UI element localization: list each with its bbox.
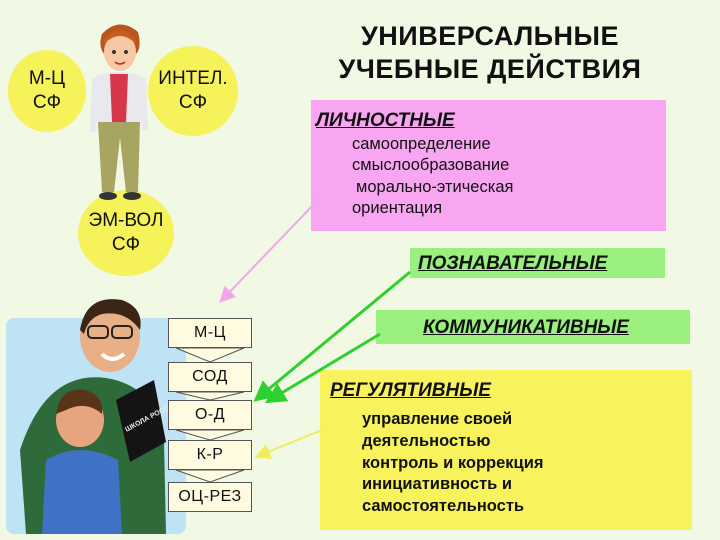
regulatory-item: инициативность и [362,475,513,494]
cognitive-box [410,248,665,278]
arrow-communicative [264,332,381,404]
regulatory-item: управление своей [362,410,513,428]
regulatory-items: управление своей деятельностью контроль … [362,409,543,518]
arrow-personal [219,199,319,303]
personal-header: ЛИЧНОСТНЫЕ [316,110,455,131]
stack-connectors [175,347,245,483]
personal-items: самоопределение смыслообразование мораль… [352,134,513,220]
oval-intel-line2: СФ [178,92,208,113]
page-title: УНИВЕРСАЛЬНЫЕ УЧЕБНЫЕ ДЕЙСТВИЯ [300,20,680,86]
stack-item-ocrez: ОЦ-РЕЗ [168,482,252,512]
regulatory-item: самостоятельность [362,497,525,516]
personal-item: смыслообразование [352,156,510,175]
oval-emvol-sf: ЭМ-ВОЛ СФ [78,190,174,276]
regulatory-item: деятельностью [362,431,491,450]
personal-box [311,100,666,231]
cognitive-header: ПОЗНАВАТЕЛЬНЫЕ [418,253,608,274]
oval-emvol-line1: ЭМ-ВОЛ [88,210,164,232]
oval-intel-line1: ИНТЕЛ. [158,68,228,90]
personal-item: ориентация [352,199,443,218]
personal-item: морально-этическая [356,177,514,196]
oval-emvol-line2: СФ [111,234,141,255]
regulatory-box [320,370,692,530]
communicative-box [376,310,690,344]
title-line1: УНИВЕРСАЛЬНЫЕ [361,21,619,51]
stack-item-mc: М-Ц [168,318,252,348]
teacher-child-illustration: ШКОЛА РОССИИ [20,299,179,534]
communicative-header: КОММУНИКАТИВНЫЕ [423,317,629,338]
title-line2: УЧЕБНЫЕ ДЕЙСТВИЯ [338,53,642,84]
arrow-regulatory [254,429,323,459]
oval-intel-sf: ИНТЕЛ. СФ [148,46,238,136]
arrow-cognitive [253,270,411,402]
regulatory-header: РЕГУЛЯТИВНЫЕ [330,380,491,401]
oval-mc-sf: М-Ц СФ [8,50,86,132]
oval-mc-line1: М-Ц [28,68,66,90]
personal-item: самоопределение [352,135,491,153]
regulatory-item: контроль и коррекция [362,453,544,472]
student-illustration [90,24,148,200]
oval-mc-line2: СФ [32,92,62,113]
